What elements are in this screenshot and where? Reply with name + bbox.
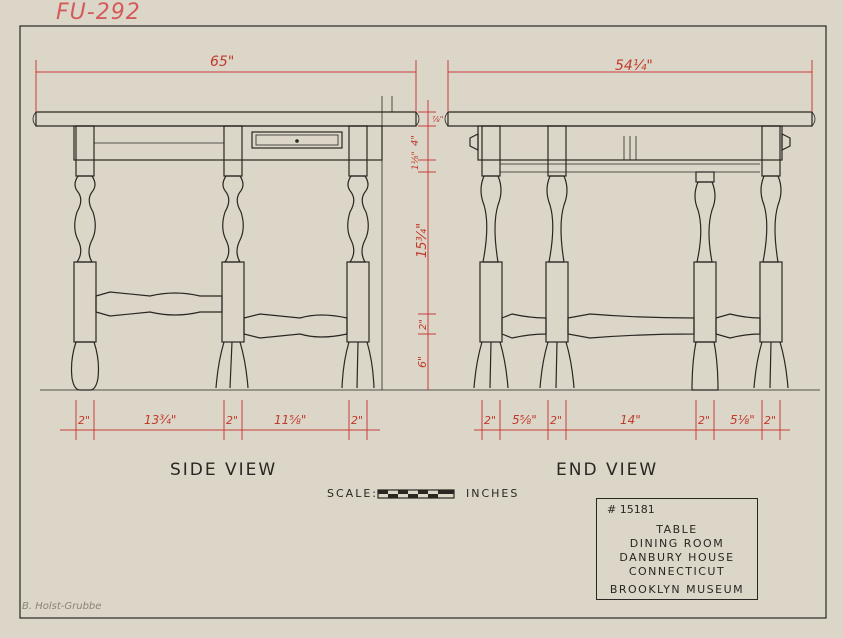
end-view-label: END VIEW xyxy=(556,460,659,480)
dim-gap: 1⅛" xyxy=(411,151,421,170)
side-stretcher-left xyxy=(95,291,223,317)
dim-stretcher: 2" xyxy=(418,319,429,330)
end-leg-1 xyxy=(473,125,509,389)
title-line-state: CONNECTICUT xyxy=(628,565,726,578)
end-table-top xyxy=(447,111,813,127)
scale-label: SCALE: xyxy=(327,487,378,500)
dim-leg-upper: 15¾" xyxy=(415,223,430,258)
title-line-room: DINING ROOM xyxy=(629,537,725,550)
end-stretcher-left xyxy=(501,313,547,339)
dim-end-b0: 2" xyxy=(484,414,496,427)
dim-apron: 4" xyxy=(410,135,421,146)
dimension-labels: 65" 54¼" ⅞" 4" 1⅛" 15¾" 2" 6" 2" 13¾" 2"… xyxy=(78,54,776,427)
end-leg-2 xyxy=(539,125,575,389)
end-leg-3 xyxy=(691,171,719,391)
accession-number: # 15181 xyxy=(607,503,655,516)
dimension-lines xyxy=(35,60,813,440)
sheet-border xyxy=(19,25,827,619)
title-block: # 15181 TABLE DINING ROOM DANBURY HOUSE … xyxy=(596,498,758,600)
side-stretcher-right xyxy=(243,313,348,339)
title-line-house: DANBURY HOUSE xyxy=(619,551,735,564)
dim-side-b0: 2" xyxy=(78,414,90,427)
dim-end-b2: 2" xyxy=(550,414,562,427)
catalog-number: FU-292 xyxy=(56,0,141,25)
dim-top-thickness: ⅞" xyxy=(432,115,443,124)
end-stretcher-middle xyxy=(567,313,695,339)
end-leg-4 xyxy=(753,125,789,389)
drawer-pull xyxy=(295,139,299,143)
dim-end-width: 54¼" xyxy=(615,58,653,74)
scale-bar xyxy=(377,489,455,499)
dim-side-b2: 2" xyxy=(226,414,238,427)
side-view-drawing xyxy=(32,96,420,391)
end-stretcher-right xyxy=(715,313,761,339)
title-line-object: TABLE xyxy=(656,523,698,536)
side-leg-right xyxy=(341,125,375,389)
side-leg-middle xyxy=(215,125,249,389)
dim-side-width: 65" xyxy=(210,54,234,70)
dim-side-b1: 13¾" xyxy=(144,413,176,427)
drawer xyxy=(251,131,343,149)
side-leg-left xyxy=(70,125,100,391)
scale-unit: INCHES xyxy=(466,487,520,500)
dim-side-b3: 11⅝" xyxy=(274,413,306,427)
artist-signature: B. Holst-Grubbe xyxy=(22,601,102,612)
dim-foot: 6" xyxy=(416,356,429,368)
dim-end-b6: 2" xyxy=(764,414,776,427)
dim-end-b5: 5⅛" xyxy=(730,413,755,427)
dim-side-b4: 2" xyxy=(351,414,363,427)
dim-end-b3: 14" xyxy=(620,413,641,427)
side-view-label: SIDE VIEW xyxy=(170,460,278,480)
end-view-drawing xyxy=(444,111,816,391)
dim-end-b4: 2" xyxy=(698,414,710,427)
dim-end-b1: 5⅝" xyxy=(512,413,537,427)
side-table-top xyxy=(35,111,417,127)
title-line-museum: BROOKLYN MUSEUM xyxy=(609,583,745,596)
